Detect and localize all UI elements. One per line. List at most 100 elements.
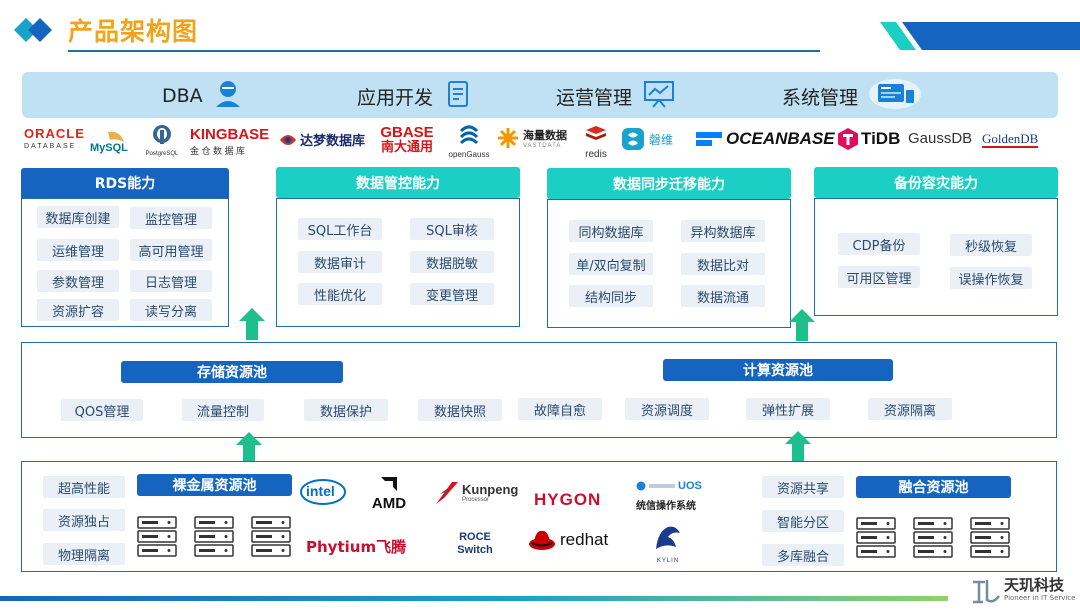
- oracle-text: ORACLE: [24, 126, 85, 141]
- data-control-item[interactable]: 变更管理: [410, 283, 494, 305]
- fusion-feature[interactable]: 智能分区: [762, 510, 844, 532]
- oceanbase-text: OCEANBASE: [726, 129, 835, 148]
- vastdata-sub: VASTDATA: [523, 143, 562, 149]
- presentation-icon: [642, 79, 676, 114]
- data-sync-item[interactable]: 数据比对: [681, 253, 765, 275]
- baremetal-feature[interactable]: 超高性能: [43, 476, 125, 498]
- backup-item[interactable]: 可用区管理: [838, 266, 920, 288]
- user-icon: [213, 79, 243, 114]
- role-system[interactable]: 系统管理: [782, 78, 922, 115]
- postgresql-logo: PostgreSQL: [142, 124, 182, 160]
- document-icon: [443, 79, 473, 114]
- dameng-logo: 达梦数据库: [278, 130, 365, 149]
- server-icon: [251, 516, 291, 562]
- pool-item[interactable]: 资源隔离: [868, 398, 952, 420]
- brand-diamond-icon: [10, 8, 62, 52]
- role-operations[interactable]: 运营管理: [556, 80, 676, 112]
- fusion-feature[interactable]: 资源共享: [762, 476, 844, 498]
- rds-item[interactable]: 资源扩容: [37, 299, 119, 321]
- rds-item[interactable]: 运维管理: [37, 239, 119, 261]
- corner-stripes: [880, 22, 1080, 50]
- data-control-item[interactable]: SQL审核: [410, 218, 494, 240]
- mysql-text: MySQL: [90, 142, 128, 154]
- up-arrow-icon: [789, 309, 815, 341]
- hygon-text: HYGON: [534, 490, 602, 509]
- roce-switch-logo: ROCE Switch: [450, 531, 500, 557]
- company-brand: 天玑科技 Pioneer in IT Service: [1004, 577, 1076, 603]
- baremetal-feature[interactable]: 物理隔离: [43, 543, 125, 565]
- data-sync-item[interactable]: 同构数据库: [569, 220, 653, 242]
- rds-item[interactable]: 参数管理: [37, 270, 119, 292]
- kunpeng-sub: Processor: [462, 497, 490, 503]
- compute-pool-header: 计算资源池: [663, 359, 893, 381]
- fusion-pool-header: 融合资源池: [856, 476, 1011, 498]
- company-slogan: Pioneer in IT Service: [1004, 594, 1076, 602]
- pool-item[interactable]: 弹性扩展: [746, 398, 830, 420]
- intel-logo: intel: [300, 478, 346, 506]
- server-icon: [970, 517, 1010, 563]
- kylin-logo: KYLIN: [648, 523, 688, 564]
- data-control-item[interactable]: 数据审计: [298, 251, 382, 273]
- rds-item[interactable]: 监控管理: [130, 207, 212, 229]
- roce-text: ROCE: [459, 531, 491, 543]
- kunpeng-text: Kunpeng: [462, 482, 519, 497]
- goldendb-text: GoldenDB: [982, 131, 1039, 148]
- data-sync-item[interactable]: 异构数据库: [681, 220, 765, 242]
- up-arrow-icon: [785, 431, 811, 463]
- role-dba[interactable]: DBA: [162, 80, 243, 112]
- role-label: 运营管理: [556, 86, 633, 109]
- rds-item[interactable]: 日志管理: [130, 270, 212, 292]
- uos-logo: UOS 统信操作系统: [636, 480, 716, 512]
- oracle-sub: DATABASE: [24, 143, 77, 150]
- pool-item[interactable]: 故障自愈: [518, 398, 602, 420]
- phytium-text: Phytium飞腾: [306, 538, 407, 556]
- pool-item[interactable]: 资源调度: [625, 398, 709, 420]
- oracle-logo: ORACLE DATABASE: [24, 126, 86, 150]
- redis-text: redis: [585, 149, 607, 160]
- tidb-text: TiDB: [861, 129, 901, 148]
- mysql-logo: MySQL: [90, 128, 136, 158]
- hygon-logo: HYGON: [534, 490, 601, 510]
- pool-item[interactable]: 流量控制: [182, 399, 264, 421]
- oceanbase-logo: OCEANBASE: [696, 129, 835, 149]
- backup-item[interactable]: 误操作恢复: [950, 267, 1032, 289]
- backup-header: 备份容灾能力: [814, 167, 1058, 198]
- goldendb-logo: GoldenDB: [982, 130, 1039, 148]
- data-control-item[interactable]: SQL工作台: [298, 218, 382, 240]
- rds-item[interactable]: 高可用管理: [130, 239, 212, 261]
- backup-panel: [814, 198, 1058, 316]
- vastdata-text: 海量数据: [523, 129, 567, 142]
- pool-item[interactable]: 数据保护: [304, 399, 388, 421]
- kingbase-logo: KINGBASE 金 仓 数 据 库: [190, 126, 272, 157]
- data-control-item[interactable]: 性能优化: [298, 283, 382, 305]
- data-sync-header: 数据同步迁移能力: [547, 168, 791, 199]
- uos-cn-text: 统信操作系统: [636, 501, 696, 512]
- fusion-feature[interactable]: 多库融合: [762, 544, 844, 566]
- backup-item[interactable]: CDP备份: [838, 233, 920, 255]
- data-sync-item[interactable]: 单/双向复制: [569, 253, 653, 275]
- baremetal-feature[interactable]: 资源独占: [43, 509, 125, 531]
- baremetal-pool-header: 裸金属资源池: [137, 474, 292, 496]
- dashboard-icon: [868, 78, 922, 115]
- pool-item[interactable]: 数据快照: [418, 399, 502, 421]
- role-app-dev[interactable]: 应用开发: [357, 80, 473, 112]
- footer-bar: [0, 596, 948, 601]
- redhat-text: redhat: [560, 530, 609, 549]
- gbase-text: GBASE: [380, 124, 434, 141]
- panwei-text: 磐维: [649, 132, 674, 147]
- data-control-item[interactable]: 数据脱敏: [410, 251, 494, 273]
- uos-text: UOS: [678, 480, 702, 492]
- redhat-logo: redhat: [528, 528, 608, 552]
- rds-header: RDS能力: [21, 168, 229, 198]
- data-control-header: 数据管控能力: [276, 167, 520, 198]
- rds-item[interactable]: 数据库创建: [37, 206, 119, 228]
- up-arrow-icon: [239, 308, 265, 340]
- rds-item[interactable]: 读写分离: [130, 299, 212, 321]
- data-sync-item[interactable]: 数据流通: [681, 285, 765, 307]
- page-title: 产品架构图: [68, 17, 199, 46]
- gaussdb-text: GaussDB: [908, 130, 973, 147]
- backup-item[interactable]: 秒级恢复: [950, 234, 1032, 256]
- data-sync-item[interactable]: 结构同步: [569, 285, 653, 307]
- opengauss-logo: openGauss: [444, 123, 494, 159]
- pool-item[interactable]: QOS管理: [61, 399, 143, 421]
